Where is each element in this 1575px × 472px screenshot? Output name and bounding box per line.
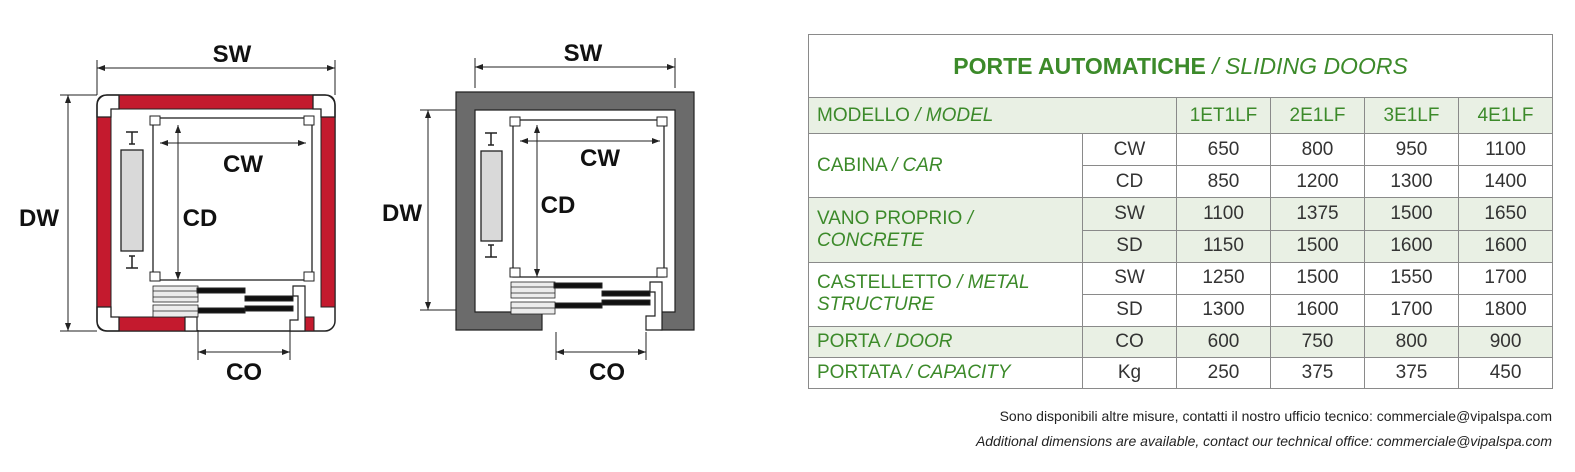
table-cell: 750 <box>1270 325 1365 358</box>
table-cell: 1800 <box>1457 293 1554 327</box>
table-row: CABINA / CAR CW 650 800 950 1100 <box>808 133 1554 199</box>
table-cell: 250 <box>1176 356 1271 390</box>
row-unit: CD <box>1082 165 1177 199</box>
sliding-door-panels <box>510 281 663 331</box>
table-cell: 1250 <box>1176 261 1271 295</box>
table-cell: 800 <box>1270 133 1365 167</box>
dw-dimension-label: DW <box>19 205 59 232</box>
concrete-shaft-plan-drawing: SW DW CW CD CO <box>382 40 695 386</box>
row-group-label: CASTELLETTO / METAL STRUCTURE <box>808 261 1083 327</box>
dw-dimension-label: DW <box>382 200 422 227</box>
metal-structure-plan-drawing: SW DW CW CD CO <box>19 41 336 386</box>
row-group-label: VANO PROPRIO / CONCRETE <box>808 197 1083 263</box>
table-cell: 1650 <box>1457 197 1554 231</box>
sliding-doors-spec-table: PORTE AUTOMATICHE / SLIDING DOORS MODELL… <box>807 33 1554 390</box>
table-cell: 1375 <box>1270 197 1365 231</box>
table-cell: 1500 <box>1364 197 1459 231</box>
shaft-wall <box>455 91 695 331</box>
table-cell: 1700 <box>1364 293 1459 327</box>
cd-dimension-label: CD <box>183 205 218 232</box>
table-cell: 600 <box>1176 325 1271 358</box>
table-row: CD 850 1200 1300 1400 <box>809 165 1554 199</box>
row-unit: CW <box>1082 133 1177 167</box>
contact-note-english: Additional dimensions are available, con… <box>975 433 1552 449</box>
counterweight <box>480 150 503 242</box>
table-cell: 1600 <box>1457 229 1554 263</box>
cd-dimension-label: CD <box>541 192 576 219</box>
counterweight <box>120 149 144 252</box>
table-cell: 1550 <box>1364 261 1459 295</box>
dimension-lines <box>420 58 676 360</box>
title-italian: PORTE AUTOMATICHE <box>953 52 1206 79</box>
table-cell: 1100 <box>1457 133 1554 167</box>
table-cell: 375 <box>1270 356 1365 390</box>
cw-dimension-label: CW <box>580 145 620 172</box>
table-cell: 1200 <box>1270 165 1365 199</box>
row-unit: CO <box>1082 325 1177 358</box>
table-cell: 650 <box>1176 133 1271 167</box>
table-header-row: MODELLO / MODEL 1ET1LF 2E1LF 3E1LF 4E1LF <box>808 97 1554 135</box>
car-outline <box>152 117 313 281</box>
row-unit: SW <box>1082 197 1177 231</box>
table-title: PORTE AUTOMATICHE / SLIDING DOORS <box>807 33 1554 99</box>
row-unit: Kg <box>1082 356 1177 390</box>
model-column-header: 1ET1LF <box>1176 97 1271 135</box>
model-column-header: 4E1LF <box>1457 97 1554 135</box>
row-unit: SD <box>1082 293 1177 327</box>
table-cell: 1400 <box>1457 165 1554 199</box>
table-cell: 1500 <box>1270 261 1365 295</box>
table-row: CASTELLETTO / METAL STRUCTURE SW 1250 15… <box>808 261 1554 327</box>
table-cell: 1100 <box>1176 197 1271 231</box>
table-cell: 1300 <box>1364 165 1459 199</box>
table-cell: 1600 <box>1270 293 1365 327</box>
title-english: / SLIDING DOORS <box>1212 52 1408 79</box>
sliding-door-panels <box>152 285 306 332</box>
table-row: VANO PROPRIO / CONCRETE SW 1100 1375 150… <box>808 197 1554 263</box>
table-cell: 900 <box>1457 325 1554 358</box>
row-unit: SD <box>1082 229 1177 263</box>
table-cell: 1700 <box>1457 261 1554 295</box>
row-group-label: PORTATA / CAPACITY <box>808 356 1083 390</box>
table-cell: 800 <box>1364 325 1459 358</box>
table-cell: 375 <box>1364 356 1459 390</box>
table-cell: 950 <box>1364 133 1459 167</box>
row-group-label: PORTA / DOOR <box>808 325 1083 358</box>
model-column-header: 3E1LF <box>1364 97 1459 135</box>
table-title-row: PORTE AUTOMATICHE / SLIDING DOORS <box>807 33 1554 99</box>
contact-note-italian: Sono disponibili altre misure, contatti … <box>999 408 1552 424</box>
co-dimension-label: CO <box>226 359 262 386</box>
table-cell: 850 <box>1176 165 1271 199</box>
sw-dimension-label: SW <box>564 40 603 67</box>
dimension-lines <box>60 60 336 360</box>
table-row: PORTA / DOOR CO 600 750 800 900 <box>808 325 1554 358</box>
co-dimension-label: CO <box>589 359 625 386</box>
table-row: PORTATA / CAPACITY Kg 250 375 375 450 <box>808 356 1554 390</box>
row-group-label: CABINA / CAR <box>808 133 1083 199</box>
table-cell: 1500 <box>1270 229 1365 263</box>
cw-dimension-label: CW <box>223 151 263 178</box>
model-header: MODELLO / MODEL <box>808 97 1177 135</box>
model-column-header: 2E1LF <box>1270 97 1365 135</box>
table-cell: 450 <box>1457 356 1554 390</box>
table-cell: 1150 <box>1176 229 1271 263</box>
sw-dimension-label: SW <box>213 41 252 68</box>
table-cell: 1600 <box>1364 229 1459 263</box>
row-unit: SW <box>1082 261 1177 295</box>
car-outline <box>512 119 665 278</box>
table-cell: 1300 <box>1176 293 1271 327</box>
table-row: SD 1300 1600 1700 1800 <box>809 293 1554 327</box>
